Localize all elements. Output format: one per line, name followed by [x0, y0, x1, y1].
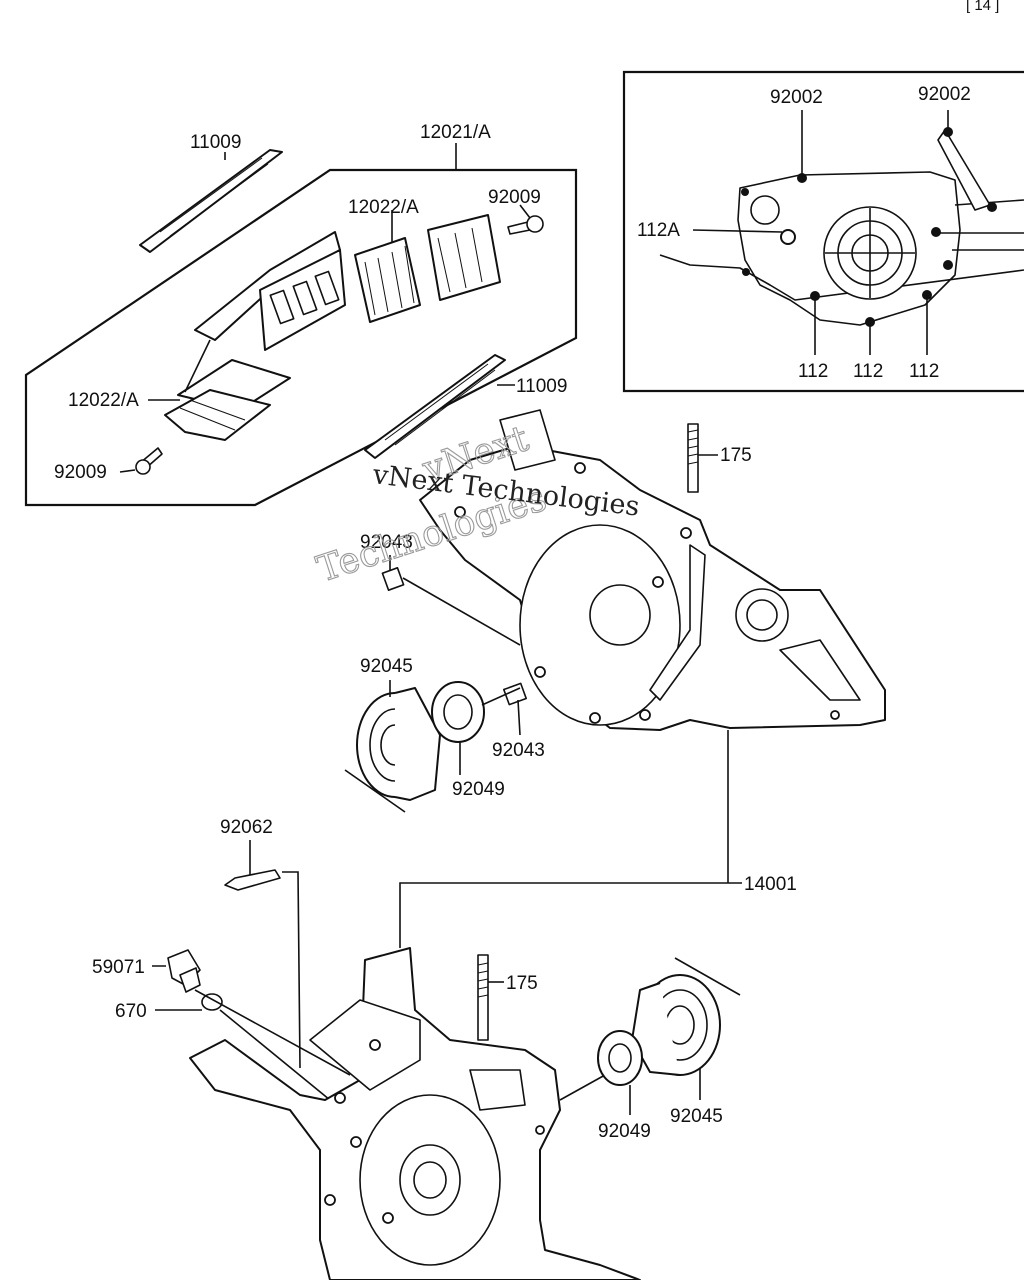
reed-valve-group [24, 143, 578, 507]
label-12021a: 12021/A [420, 122, 491, 143]
inset-label-92002-right: 92002 [918, 84, 971, 105]
inset-label-92002-left: 92002 [770, 87, 823, 108]
label-12022a-lower: 12022/A [68, 390, 139, 411]
label-175-lower: 175 [506, 973, 538, 994]
label-92043-upper: 92043 [360, 532, 413, 553]
label-92009-lower: 92009 [54, 462, 107, 483]
label-14001: 14001 [744, 874, 797, 895]
label-92049-right: 92049 [598, 1121, 651, 1142]
inset-label-112a: 112A [637, 220, 680, 241]
label-92045-left: 92045 [360, 656, 413, 677]
crankcase-lower [189, 947, 641, 1280]
label-670: 670 [115, 1001, 147, 1022]
label-92062: 92062 [220, 817, 273, 838]
label-175-upper: 175 [720, 445, 752, 466]
corner-text: [ 14 ] [966, 0, 999, 14]
pin-92062 [224, 840, 301, 1069]
label-11009-mid: 11009 [516, 376, 567, 397]
label-12022a-upper: 12022/A [348, 197, 419, 218]
label-59071: 59071 [92, 957, 145, 978]
label-92043-lower: 92043 [492, 740, 545, 761]
label-92009-upper: 92009 [488, 187, 541, 208]
inset-label-112-c: 112 [909, 361, 939, 382]
inset-label-112-a: 112 [798, 361, 828, 382]
bearing-right-group [597, 957, 741, 1115]
label-92049-left: 92049 [452, 779, 505, 800]
gasket-mid [364, 354, 515, 459]
inset-panel: 92002 92002 112A 112 112 112 [622, 70, 1024, 393]
plug-59071-group [152, 949, 351, 1101]
label-11009-top: 11009 [190, 132, 241, 153]
leader-14001 [399, 730, 742, 948]
bearing-left-group [344, 680, 527, 813]
label-92045-right: 92045 [670, 1106, 723, 1127]
crankcase-upper [381, 409, 886, 731]
inset-label-112-b: 112 [853, 361, 883, 382]
